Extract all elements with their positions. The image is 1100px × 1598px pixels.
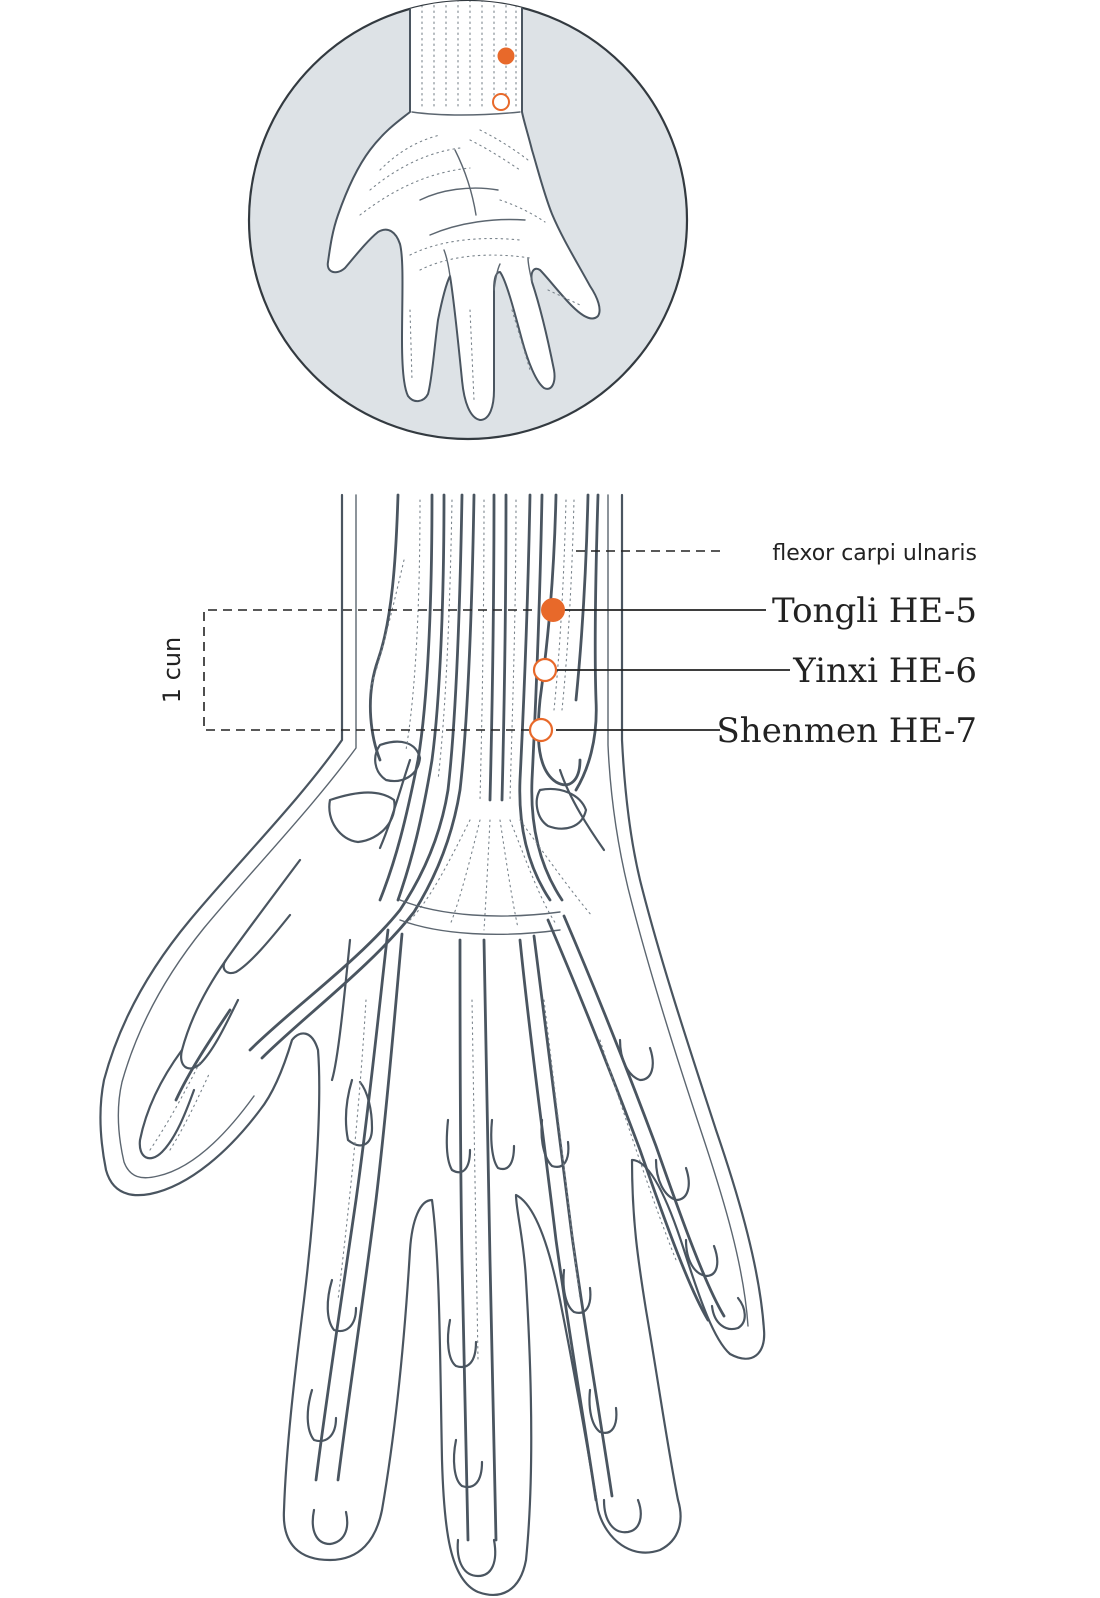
tongli-inset-marker xyxy=(497,47,515,65)
inset-forearm-stipple xyxy=(421,1,517,109)
finger-stipple xyxy=(337,999,677,1361)
finger-tendons xyxy=(174,914,746,1578)
palmar-aponeurosis xyxy=(399,819,593,935)
shenmen-label: Shenmen HE-7 xyxy=(717,711,978,751)
inset-hand-silhouette xyxy=(326,1,601,421)
inset-hand-view xyxy=(247,0,689,441)
inset-palm-stipple xyxy=(359,129,581,401)
shenmen-marker xyxy=(528,717,554,743)
hand-skin-outline xyxy=(99,493,766,1596)
tongli-label: Tongli HE-5 xyxy=(772,591,977,631)
flexor-carpi-ulnaris-label: flexor carpi ulnaris xyxy=(772,541,977,566)
acupoint-markers xyxy=(528,598,565,743)
flexor-tendons xyxy=(248,493,590,1060)
shenmen-inset-marker xyxy=(492,93,510,111)
cun-measurement-bracket: 1 cun xyxy=(158,609,532,731)
point-labels: flexor carpi ulnaris Tongli HE-5 Yinxi H… xyxy=(717,541,978,751)
leader-lines xyxy=(556,550,790,731)
tongli-marker xyxy=(541,598,565,622)
hand-anatomy-illustration xyxy=(99,493,766,1596)
yinxi-marker xyxy=(532,657,558,683)
cun-label: 1 cun xyxy=(158,637,186,704)
yinxi-label: Yinxi HE-6 xyxy=(792,651,977,691)
forearm-stipple xyxy=(369,499,575,801)
